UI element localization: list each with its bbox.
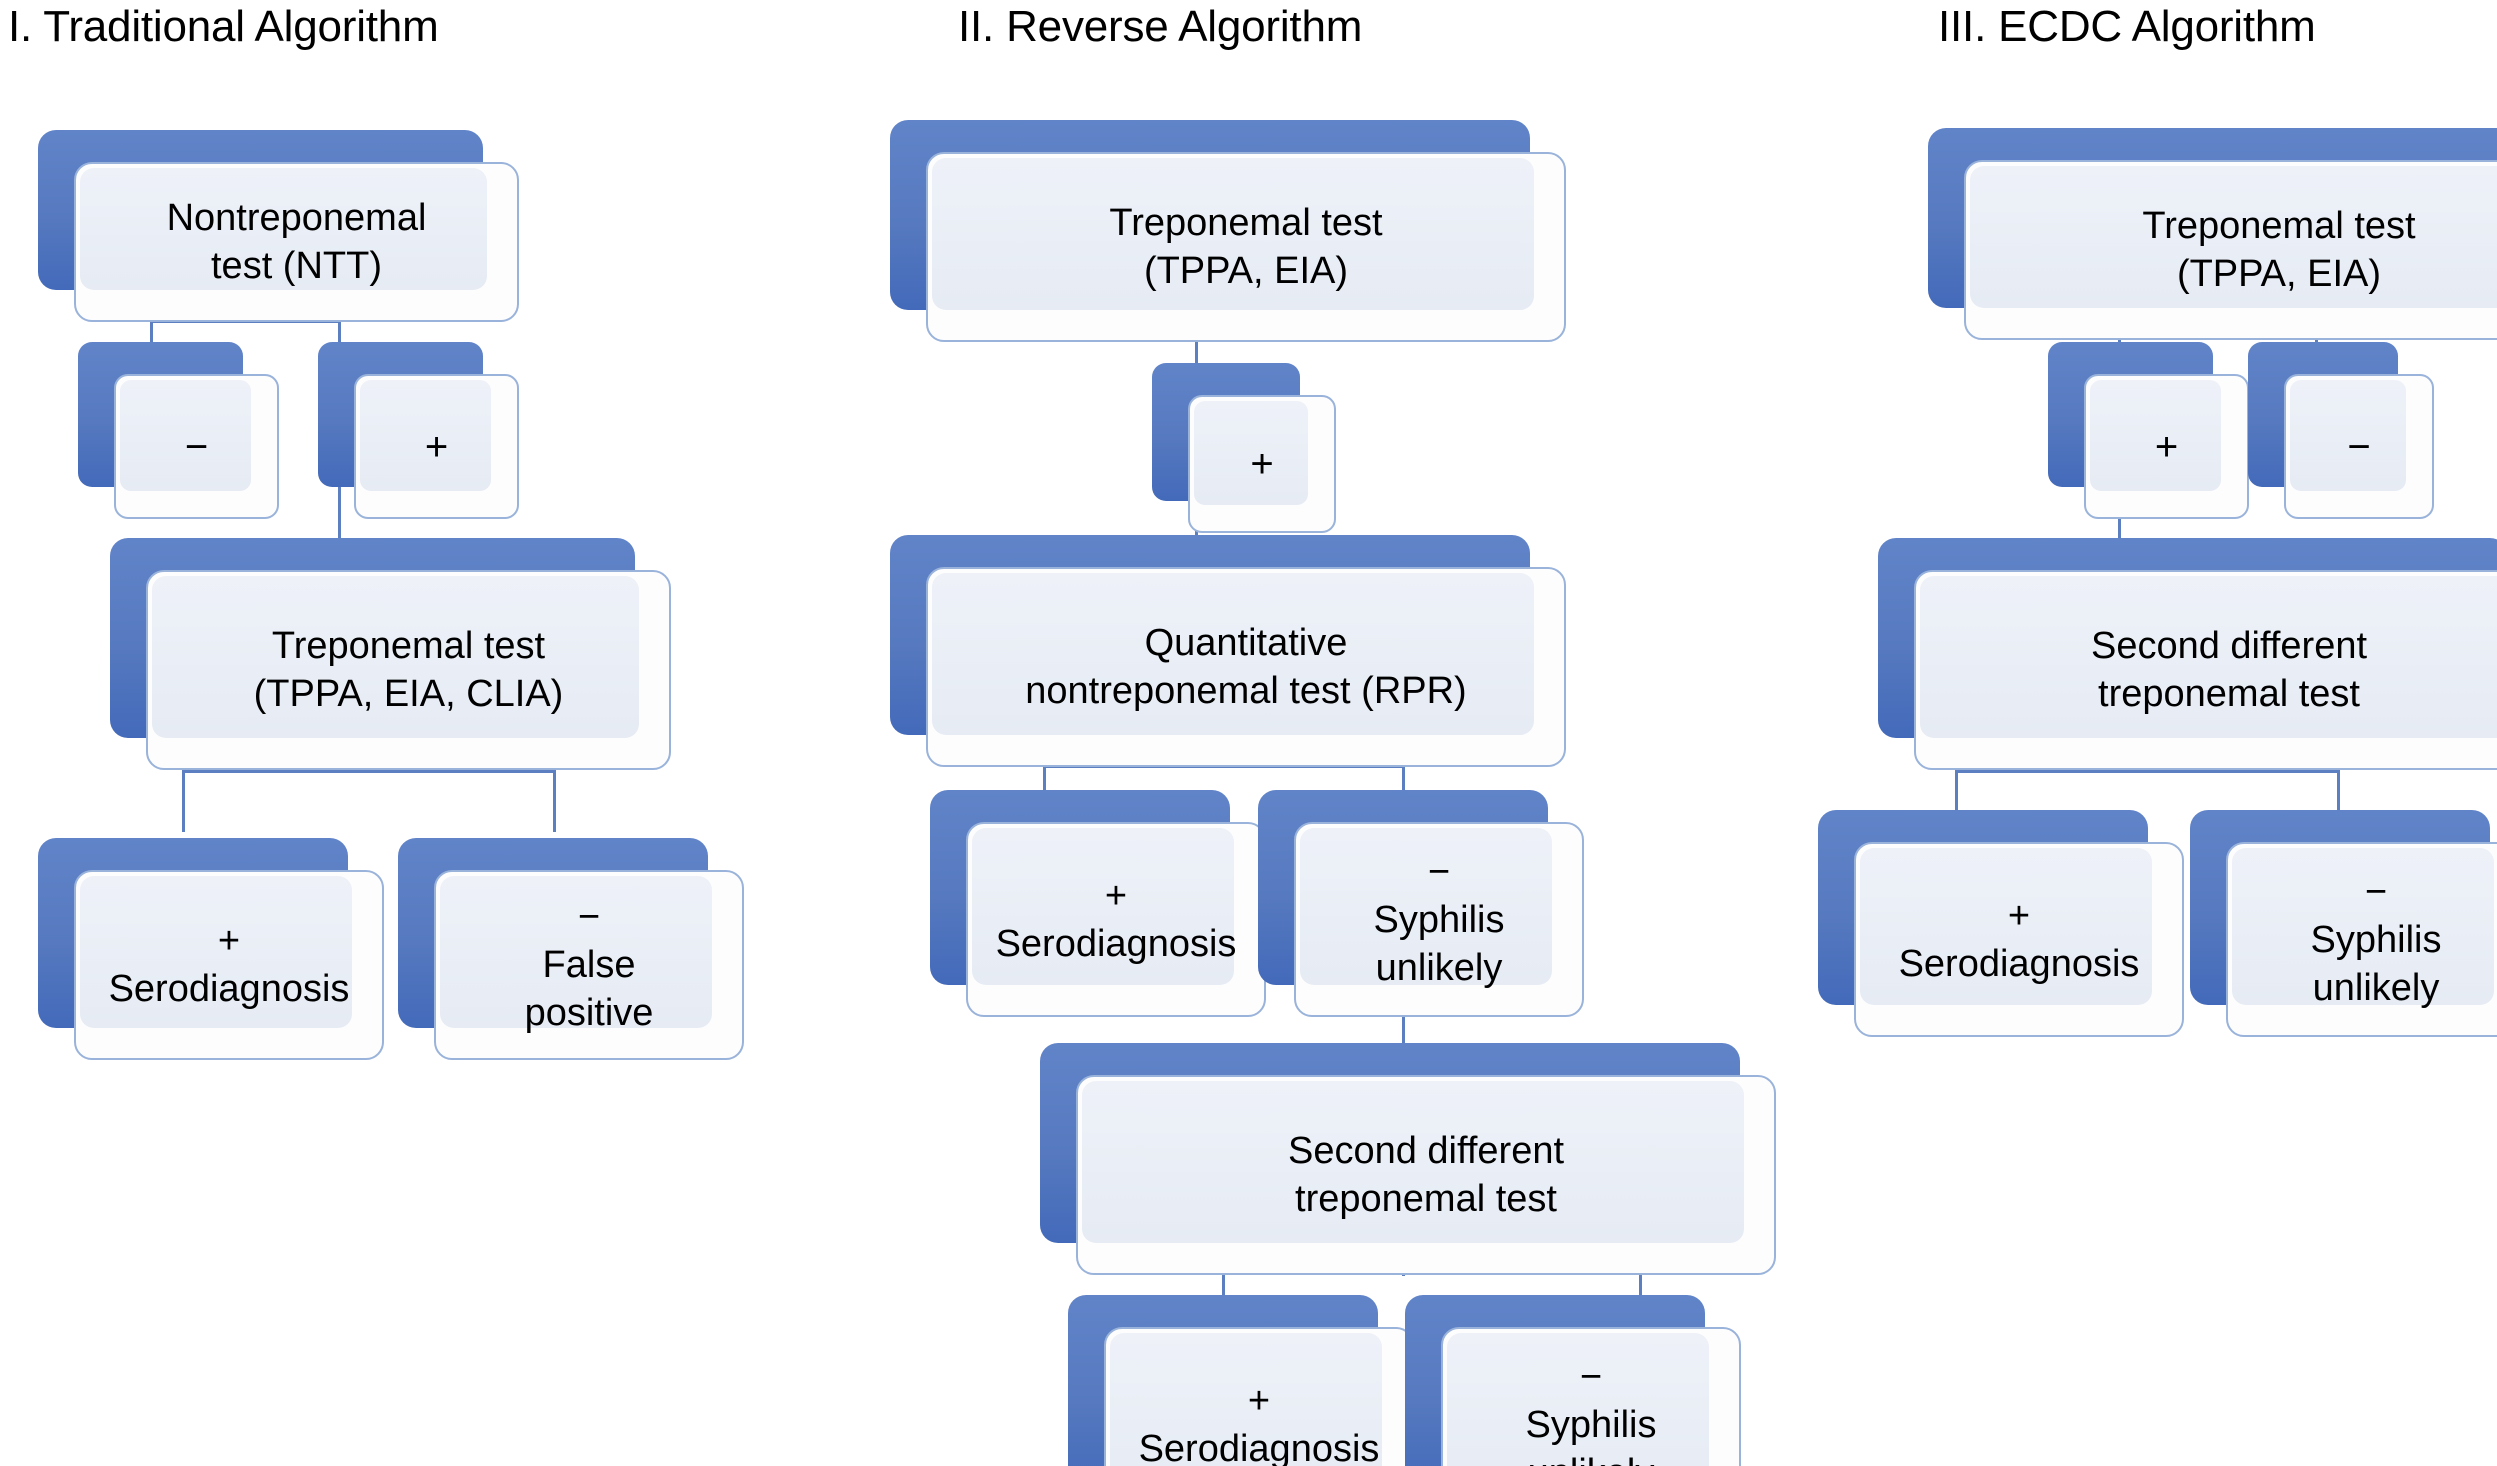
node-inner-panel — [2232, 848, 2494, 1005]
node-c2-unlikely2: − Syphilis unlikely — [1405, 1295, 1741, 1466]
node-label: Treponemal test (TPPA, EIA, CLIA) — [253, 625, 564, 715]
node-label: − Syphilis unlikely — [1373, 850, 1505, 989]
node-card — [926, 152, 1566, 342]
node-inner-panel — [360, 380, 491, 491]
node-label: Second different treponemal test — [2090, 625, 2368, 715]
node-c1-pos: + — [318, 342, 519, 519]
node-label: + Serodiagnosis — [108, 920, 350, 1010]
node-label: − — [2347, 424, 2371, 469]
column-title-traditional: I. Traditional Algorithm — [8, 2, 439, 51]
node-label: + — [1250, 442, 1274, 486]
node-inner-panel — [440, 876, 712, 1028]
connector-c2-unl-down — [1402, 975, 1405, 1070]
node-label: − Syphilis unlikely — [2310, 870, 2442, 1009]
node-c3-neg: − — [2248, 342, 2434, 519]
node-card — [1188, 395, 1336, 533]
node-card — [434, 870, 744, 1060]
node-label: + — [2154, 424, 2179, 469]
node-c2-second: Second different treponemal test — [1040, 1043, 1776, 1275]
node-card — [2226, 842, 2497, 1037]
node-card — [1104, 1327, 1414, 1466]
node-label: Quantitative nontreponemal test (RPR) — [1025, 622, 1467, 712]
connector-c1-trep-bar — [182, 770, 556, 773]
node-label: Nontreponemal test (NTT) — [166, 197, 427, 287]
connector-c1-trep-right — [553, 770, 556, 832]
node-inner-panel — [932, 158, 1534, 310]
node-card — [926, 567, 1566, 767]
node-inner-panel — [1447, 1333, 1709, 1466]
node-card — [966, 822, 1266, 1017]
node-c3-unlikely: − Syphilis unlikely — [2190, 810, 2497, 1037]
connector-c3-sec-left — [1955, 770, 1958, 825]
node-card — [1914, 570, 2497, 770]
node-inner-panel — [120, 380, 251, 491]
node-inner-panel — [2090, 380, 2221, 491]
node-c1-false: − False positive — [398, 838, 744, 1060]
connector-c3-sec-right — [2337, 770, 2340, 825]
node-c2-pos1: + — [1152, 363, 1336, 533]
node-card — [74, 870, 384, 1060]
node-card — [1076, 1075, 1776, 1275]
node-c3-pos: + — [2048, 342, 2249, 519]
node-inner-panel — [80, 168, 487, 290]
node-inner-panel — [152, 576, 639, 738]
node-c3-sero: + Serodiagnosis — [1818, 810, 2184, 1037]
node-inner-panel — [1110, 1333, 1382, 1466]
node-c3-trep: Treponemal test (TPPA, EIA) — [1928, 128, 2497, 340]
node-label: Treponemal test (TPPA, EIA) — [2142, 205, 2416, 295]
node-c2-rpr: Quantitative nontreponemal test (RPR) — [890, 535, 1566, 767]
node-card — [146, 570, 671, 770]
node-label: Treponemal test (TPPA, EIA) — [1109, 202, 1383, 292]
node-inner-panel — [1300, 828, 1552, 985]
node-card — [1964, 160, 2497, 340]
connector-c1-trep-left — [182, 770, 185, 832]
node-label: − — [184, 424, 209, 469]
node-c2-sero2: + Serodiagnosis — [1068, 1295, 1414, 1466]
node-inner-panel — [932, 573, 1534, 735]
node-card — [74, 162, 519, 322]
column-title-ecdc: III. ECDC Algorithm — [1938, 2, 2316, 51]
node-label: + — [424, 424, 449, 469]
node-inner-panel — [972, 828, 1234, 985]
node-label: + Serodiagnosis — [1138, 1379, 1380, 1466]
node-c2-unlikely1: − Syphilis unlikely — [1258, 790, 1584, 1017]
node-card — [1854, 842, 2184, 1037]
node-label: − False positive — [524, 896, 654, 1034]
node-label: + Serodiagnosis — [995, 874, 1237, 965]
node-inner-panel — [1920, 576, 2497, 738]
node-inner-panel — [1860, 848, 2152, 1005]
connector-c1-pos-down — [338, 470, 341, 570]
node-c1-sero: + Serodiagnosis — [38, 838, 384, 1060]
node-card — [2284, 374, 2434, 519]
connector-c3-pos-down — [2118, 470, 2121, 570]
node-label: Second different treponemal test — [1287, 1130, 1565, 1220]
node-inner-panel — [2290, 380, 2406, 491]
node-card — [354, 374, 519, 519]
node-inner-panel — [1970, 166, 2497, 308]
node-card — [2084, 374, 2249, 519]
node-card — [1294, 822, 1584, 1017]
node-card — [1441, 1327, 1741, 1466]
node-label: − Syphilis unlikely — [1525, 1355, 1657, 1466]
node-c3-second: Second different treponemal test — [1878, 538, 2497, 770]
node-inner-panel — [1082, 1081, 1744, 1243]
node-card — [114, 374, 279, 519]
node-inner-panel — [1194, 401, 1308, 505]
column-title-reverse: II. Reverse Algorithm — [958, 2, 1363, 51]
node-c2-trep: Treponemal test (TPPA, EIA) — [890, 120, 1566, 342]
node-c1-trep: Treponemal test (TPPA, EIA, CLIA) — [110, 538, 671, 770]
node-c2-sero1: + Serodiagnosis — [930, 790, 1266, 1017]
connector-c3-sec-bar — [1955, 770, 2340, 773]
node-inner-panel — [80, 876, 352, 1028]
node-c1-ntt: Nontreponemal test (NTT) — [38, 130, 519, 322]
node-label: + Serodiagnosis — [1898, 894, 2140, 985]
node-c1-neg: − — [78, 342, 279, 519]
